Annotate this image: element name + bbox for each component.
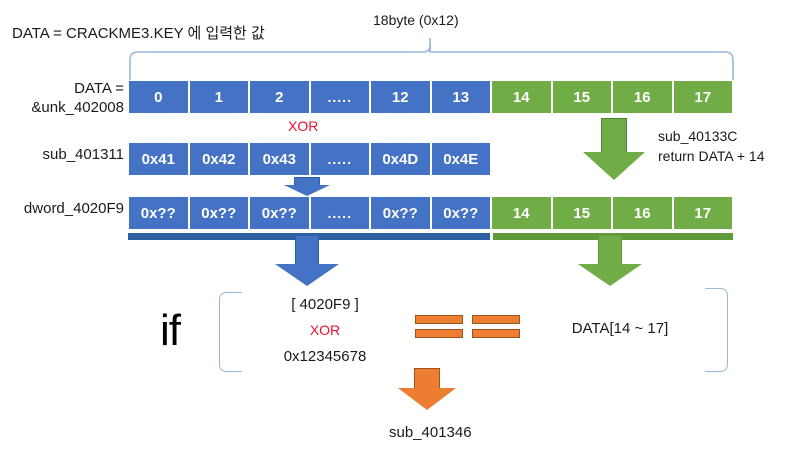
key-byte-cell: 0x4D: [370, 142, 431, 176]
key-byte-cell: 0x41: [128, 142, 189, 176]
result-byte-cell: 16: [612, 196, 673, 230]
key-byte-cell: 0x4E: [430, 142, 491, 176]
data-byte-cell: 13: [430, 80, 491, 114]
condition-left-line3: 0x12345678: [283, 348, 367, 365]
top-curly-brace: [129, 38, 734, 80]
result-byte-cell: 14: [491, 196, 552, 230]
condition-left-bracket: [219, 292, 242, 372]
condition-right-bracket: [705, 288, 728, 372]
condition-right-value: DATA[14 ~ 17]: [571, 320, 669, 337]
equals-operator: [415, 315, 523, 339]
data-byte-cell: 2: [249, 80, 310, 114]
result-byte-cell: 0x??: [249, 196, 310, 230]
result-byte-cell: 0x??: [430, 196, 491, 230]
result-orange-arrow: [398, 368, 456, 410]
result-byte-cell: 0x??: [370, 196, 431, 230]
size-brace-label: 18byte (0x12): [373, 12, 459, 28]
result-byte-cell: 17: [672, 196, 733, 230]
sub40133c-green-arrow: [583, 118, 645, 180]
result-byte-cell: .....: [309, 196, 370, 230]
result-call-label: sub_401346: [389, 424, 472, 441]
result-row-label: dword_4020F9: [23, 200, 124, 217]
result-byte-cell: 0x??: [128, 196, 189, 230]
data-byte-cell: 15: [551, 80, 612, 114]
if-keyword: if: [160, 306, 181, 355]
green-down-arrow: [578, 236, 642, 286]
right-note-line2: return DATA + 14: [658, 148, 765, 164]
xor-label-top: XOR: [288, 118, 319, 134]
equals-bar-1: [415, 315, 463, 324]
key-byte-cell: 0x43: [249, 142, 310, 176]
condition-xor-label: XOR: [309, 322, 341, 338]
page-title: DATA = CRACKME3.KEY 에 입력한 값: [12, 25, 265, 42]
result-byte-cell: 15: [551, 196, 612, 230]
data-byte-cell: 14: [491, 80, 552, 114]
data-row-label-line1: DATA =: [74, 80, 124, 97]
data-byte-cell: 12: [370, 80, 431, 114]
data-byte-cell: 1: [188, 80, 249, 114]
key-byte-cell: .....: [309, 142, 370, 176]
data-byte-cell: 0: [128, 80, 189, 114]
data-byte-cell: 17: [672, 80, 733, 114]
data-row-label-line2: &unk_402008: [31, 99, 124, 116]
key-row-label: sub_401311: [42, 146, 124, 163]
equals-bar-4: [472, 329, 520, 338]
right-note-line1: sub_40133C: [658, 128, 738, 144]
data-byte-cell: .....: [309, 80, 370, 114]
condition-left-line1: [ 4020F9 ]: [291, 296, 359, 313]
data-byte-cell: 16: [612, 80, 673, 114]
equals-bar-2: [415, 329, 463, 338]
result-byte-cell: 0x??: [188, 196, 249, 230]
blue-down-arrow: [275, 236, 339, 286]
key-byte-cell: 0x42: [188, 142, 249, 176]
equals-bar-3: [472, 315, 520, 324]
xor-down-arrow-small: [284, 177, 330, 196]
